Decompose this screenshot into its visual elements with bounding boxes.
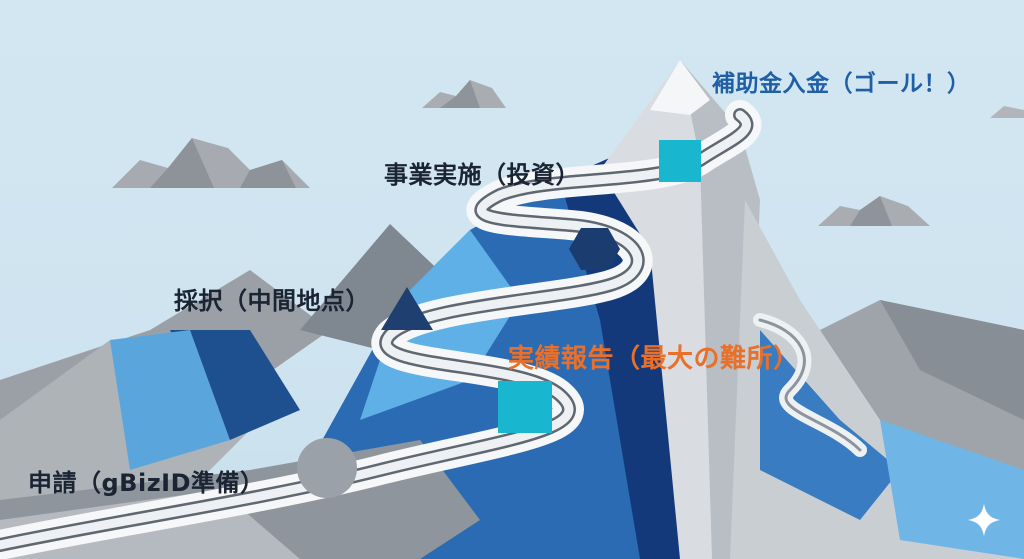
- application-label: 申請（gBizID準備）: [28, 469, 265, 497]
- goal-label: 補助金入金（ゴール！）: [712, 71, 971, 97]
- cloud-far-right: [990, 106, 1024, 118]
- report-square-marker: [498, 381, 552, 433]
- cloud-left: [112, 138, 310, 188]
- road-right-descent-line: [758, 318, 862, 452]
- report-label: 実績報告（最大の難所）: [508, 344, 800, 374]
- midpoint-triangle-marker: [381, 287, 433, 330]
- investment-hexagon-marker: [569, 228, 620, 270]
- investment-label: 事業実施（投資）: [384, 161, 580, 189]
- mountain-left-light-facet: [110, 330, 230, 470]
- cloud-top-center: [422, 80, 506, 108]
- cloud-right: [818, 196, 930, 226]
- sparkle-icon: [968, 504, 1000, 536]
- mountain-right-far-dark: [880, 300, 1024, 420]
- midpoint-label: 採択（中間地点）: [174, 287, 370, 315]
- application-circle-marker: [297, 438, 357, 498]
- mountain-peak-snow: [650, 60, 710, 115]
- goal-square-marker: [659, 140, 701, 182]
- winding-road-inner: [0, 110, 751, 550]
- mountain-left-blue-facet: [170, 330, 300, 440]
